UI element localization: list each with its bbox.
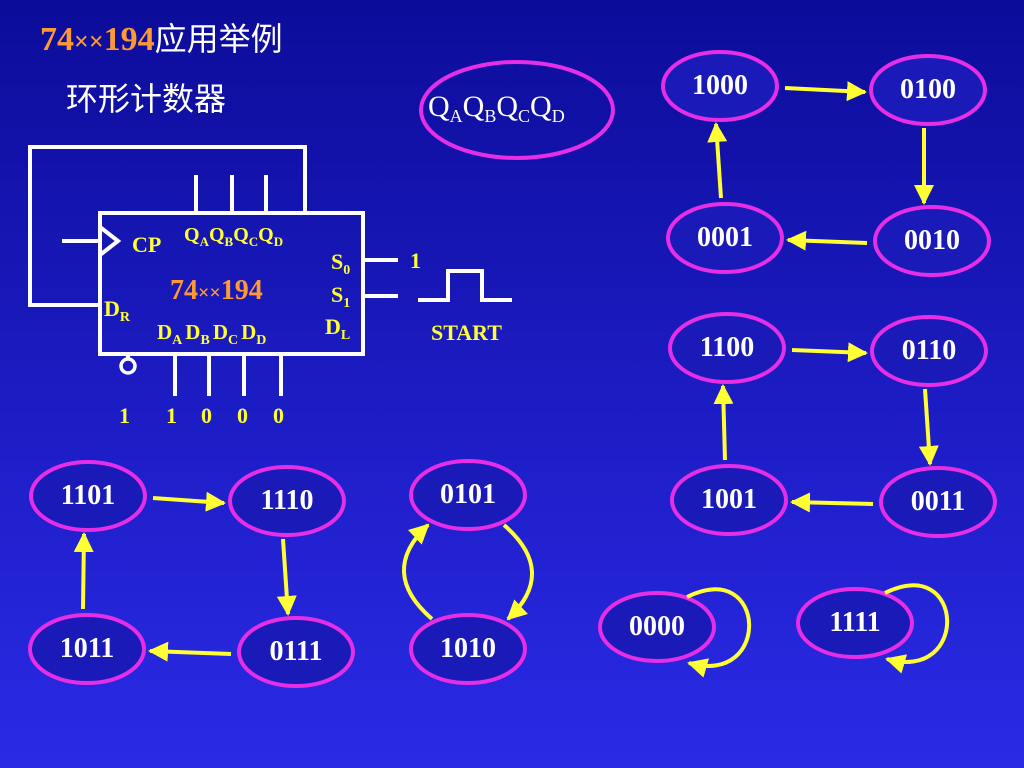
state-ellipse xyxy=(670,464,788,536)
state-label: 1101 xyxy=(61,480,115,511)
state-label: 0011 xyxy=(911,486,965,517)
chip-dr-label: DR xyxy=(104,296,131,325)
chip-q-outputs: QAQBQCQD xyxy=(184,224,283,249)
state-ellipse xyxy=(796,587,914,659)
state-label: 1000 xyxy=(692,70,748,101)
chip-s1-label: S1 xyxy=(331,282,350,311)
bottom-value-4: 0 xyxy=(237,403,248,428)
transition-0001-1000 xyxy=(707,122,728,199)
q-label-ellipse xyxy=(419,60,615,160)
state-ellipse xyxy=(873,205,991,277)
transition-0010-0001 xyxy=(786,230,868,251)
state-ellipse xyxy=(228,465,346,537)
chip-s0-label: S0 xyxy=(331,249,350,278)
bottom-value-1: 1 xyxy=(119,403,130,428)
state-node-1000: 1000 xyxy=(661,50,779,122)
state-node-1101: 1101 xyxy=(29,460,147,532)
state-ellipse xyxy=(666,202,784,274)
state-ellipse xyxy=(879,466,997,538)
feedback-wire xyxy=(28,145,307,307)
transition-0101-1010 xyxy=(502,523,534,621)
state-node-1011: 1011 xyxy=(28,613,146,685)
transition-1101-1110 xyxy=(152,491,226,512)
start-label: START xyxy=(431,320,502,345)
state-node-0001: 0001 xyxy=(666,202,784,274)
slide-subtitle: 环形计数器 xyxy=(66,80,226,118)
transition-1010-0101 xyxy=(402,523,434,621)
transition-0110-0011 xyxy=(918,388,939,466)
state-ellipse xyxy=(29,460,147,532)
qa-qb-qc-qd-label: QAQBQCQD xyxy=(419,60,615,160)
start-pulse xyxy=(418,269,512,302)
state-ellipse xyxy=(28,613,146,685)
chip-name: 74××194 xyxy=(170,275,263,306)
self-loop-1111 xyxy=(884,583,950,674)
state-node-0010: 0010 xyxy=(873,205,991,277)
state-label: 1011 xyxy=(60,633,114,664)
state-node-1001: 1001 xyxy=(670,464,788,536)
cp-clock-triangle xyxy=(98,225,122,257)
state-node-0111: 0111 xyxy=(237,616,355,688)
transition-1100-0110 xyxy=(791,342,868,363)
transition-1011-1101 xyxy=(73,532,94,610)
state-node-1111: 1111 xyxy=(796,587,914,659)
s0-value: 1 xyxy=(410,248,421,273)
self-loop-0000 xyxy=(686,587,752,678)
slide-title: 74××194应用举例 xyxy=(40,20,283,58)
state-node-0101: 0101 xyxy=(409,459,527,531)
state-label: 0010 xyxy=(904,225,960,256)
title-prefix: 74 xyxy=(40,21,74,58)
transition-0111-1011 xyxy=(148,641,232,662)
bottom-value-2: 1 xyxy=(166,403,177,428)
state-ellipse xyxy=(598,591,716,663)
transition-0011-1001 xyxy=(790,492,874,513)
state-ellipse xyxy=(409,459,527,531)
state-label: 1111 xyxy=(829,607,880,638)
state-label: 0001 xyxy=(697,222,753,253)
title-num: 194 xyxy=(104,21,155,58)
bottom-value-3: 0 xyxy=(201,403,212,428)
state-label: 0111 xyxy=(270,636,323,667)
state-ellipse xyxy=(869,54,987,126)
state-ellipse xyxy=(409,613,527,685)
state-node-0100: 0100 xyxy=(869,54,987,126)
state-node-0011: 0011 xyxy=(879,466,997,538)
state-ellipse xyxy=(661,50,779,122)
chip-cp-label: CP xyxy=(132,232,161,257)
state-label: 0000 xyxy=(629,611,685,642)
state-label: 0110 xyxy=(902,335,956,366)
state-node-1110: 1110 xyxy=(228,465,346,537)
state-label: 0100 xyxy=(900,74,956,105)
state-label: 1100 xyxy=(700,332,754,363)
chip-74194-diagram xyxy=(28,145,512,396)
state-label: 1110 xyxy=(261,485,314,516)
state-node-1010: 1010 xyxy=(409,613,527,685)
dr-input-bubble xyxy=(119,357,137,375)
transition-1110-0111 xyxy=(276,538,297,616)
chip-dl-label: DL xyxy=(325,314,350,343)
bottom-value-5: 0 xyxy=(273,403,284,428)
state-label: 1010 xyxy=(440,633,496,664)
title-xx: ×× xyxy=(74,27,104,56)
state-ellipse xyxy=(870,315,988,387)
state-node-0000: 0000 xyxy=(598,591,716,663)
transition-1000-0100 xyxy=(784,81,867,102)
title-suffix: 应用举例 xyxy=(155,20,283,58)
state-label: 1001 xyxy=(701,484,757,515)
transition-1001-1100 xyxy=(713,384,734,461)
state-node-0110: 0110 xyxy=(870,315,988,387)
state-node-1100: 1100 xyxy=(668,312,786,384)
state-ellipse xyxy=(237,616,355,688)
state-ellipse xyxy=(668,312,786,384)
state-label: 0101 xyxy=(440,479,496,510)
q-label-text: QAQBQCQD xyxy=(428,90,565,126)
chip-body xyxy=(98,211,365,356)
